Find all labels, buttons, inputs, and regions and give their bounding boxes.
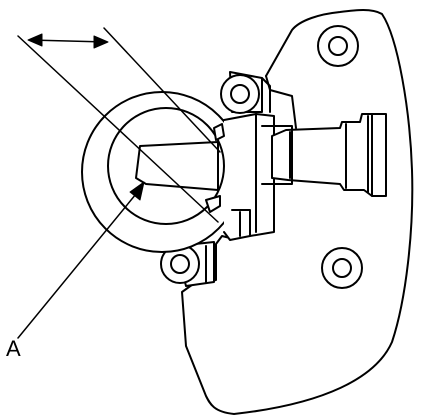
bolt-upper-left	[220, 71, 271, 114]
mounting-bracket	[181, 9, 414, 415]
key-slot	[135, 141, 219, 191]
callout-leader-arrowhead	[129, 181, 145, 201]
dimension-line	[29, 39, 107, 43]
dimension-extension-left	[17, 35, 219, 223]
ring-body-step	[231, 113, 257, 237]
dimension-arrow-left	[27, 33, 43, 47]
dimension-arrow-right	[93, 35, 109, 49]
callout-leader-line	[17, 193, 137, 339]
callout-label-a: A	[6, 336, 21, 361]
bolt-upper-right	[317, 25, 359, 67]
lever-shaft-detail	[289, 113, 373, 197]
lever-shaft	[271, 113, 387, 197]
dimension-extension-right	[103, 27, 221, 153]
bolt-lower-right	[321, 247, 363, 289]
lever-cover	[261, 125, 293, 185]
inner-ring-notch	[205, 123, 225, 213]
